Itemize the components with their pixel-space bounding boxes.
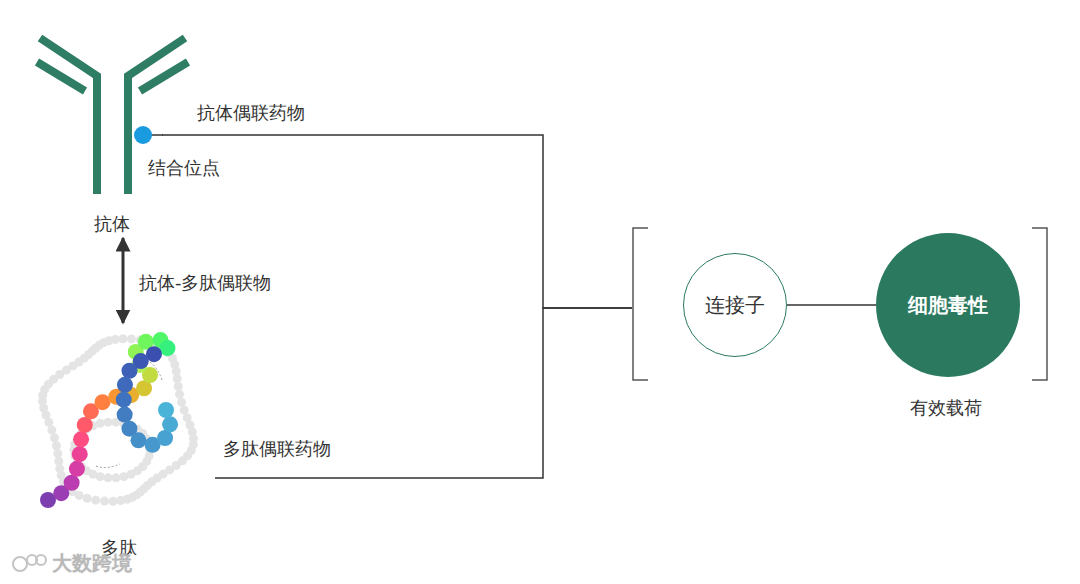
connector — [787, 304, 876, 306]
binding-site-label: 结合位点 — [148, 156, 220, 180]
peptide-bead — [116, 392, 132, 408]
edge-label: 多肽偶联药物 — [220, 437, 334, 461]
peptide-bead — [95, 394, 111, 410]
edge-label: 抗体偶联药物 — [194, 101, 308, 125]
peptide-backdrop-bead — [109, 497, 118, 506]
peptide-bead — [69, 461, 85, 477]
payload-group: 有效载荷 连接子 细胞毒性 — [632, 228, 1048, 423]
peptide-backdrop-bead — [119, 472, 128, 481]
antibody-node: 抗体 — [62, 28, 162, 236]
peptide-backdrop-bead — [177, 398, 186, 407]
peptide-backdrop-bead — [83, 494, 92, 503]
peptide-backdrop-bead — [96, 419, 105, 428]
peptide-backdrop-bead — [127, 334, 136, 343]
peptide-backdrop-bead — [111, 473, 120, 482]
peptide-backdrop-bead — [173, 374, 182, 383]
cytotoxin-circle: 细胞毒性 — [876, 233, 1020, 377]
edge-label: 抗体-多肽偶联物 — [136, 271, 275, 295]
node-text: 有效载荷 — [846, 396, 1046, 420]
peptide-backdrop-bead — [183, 413, 192, 422]
peptide-bead — [130, 432, 146, 448]
peptide-bead — [117, 377, 133, 393]
peptide-backdrop-bead — [104, 418, 113, 427]
watermark-icon — [13, 555, 46, 571]
peptide-backdrop-bead — [50, 433, 59, 442]
peptide-backdrop-bead — [118, 334, 127, 343]
payload-bracket — [633, 228, 1047, 380]
binding-site-dot — [134, 126, 152, 144]
node-text: 连接子 — [705, 293, 765, 317]
node-text: 细胞毒性 — [908, 293, 988, 317]
peptide-backdrop-bead — [174, 382, 183, 391]
peptide-backdrop-bead — [53, 449, 62, 458]
peptide-bead — [117, 407, 133, 423]
peptide-bead — [158, 402, 174, 418]
connector — [215, 308, 632, 478]
peptide-bead — [160, 340, 176, 356]
peptide-bead — [121, 363, 137, 379]
peptide-backdrop-bead — [100, 497, 109, 506]
peptide-backdrop-bead — [104, 473, 113, 482]
peptide-bead — [64, 475, 80, 491]
disulfide-bond — [96, 464, 120, 468]
peptide-illustration — [38, 332, 198, 508]
peptide-bead — [157, 430, 173, 446]
node-text: 抗体 — [94, 212, 130, 236]
peptide-backdrop-bead — [52, 441, 61, 450]
watermark: 大数跨境 — [52, 551, 132, 575]
linker-circle: 连接子 — [683, 253, 787, 357]
peptide-backdrop-bead — [54, 457, 63, 466]
peptide-backdrop-bead — [175, 390, 184, 399]
connector — [122, 238, 125, 323]
peptide-bead — [72, 446, 88, 462]
disulfide-bond — [150, 362, 162, 380]
peptide-node: 多肽 — [40, 325, 215, 560]
peptide-bead — [73, 431, 89, 447]
peptide-bead — [162, 416, 178, 432]
peptide-backdrop-bead — [91, 496, 100, 505]
